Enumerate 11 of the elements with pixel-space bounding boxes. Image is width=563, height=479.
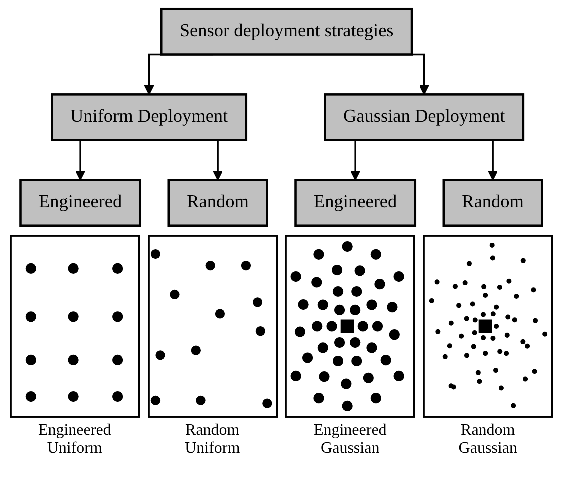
node-box: Random [442,179,544,228]
caption: Engineered Uniform [37,422,112,459]
node-box: Gaussian Deployment [324,94,525,142]
node-box: Engineered [294,179,417,228]
node-box: Random [168,179,268,228]
node-box: Sensor deployment strategies [160,8,414,56]
node-box: Uniform Deployment [51,94,248,142]
node-box: Engineered [20,179,142,228]
caption: Random Uniform [184,422,242,459]
caption: Engineered Gaussian [312,422,388,459]
caption: Random Gaussian [458,422,518,459]
